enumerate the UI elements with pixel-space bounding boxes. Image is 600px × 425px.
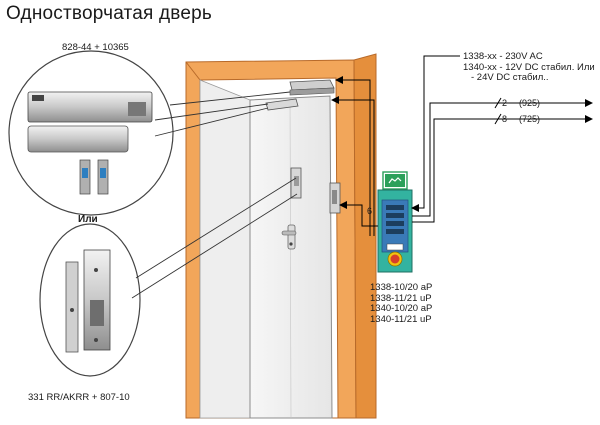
- controller-model: 1338-11/21 uP: [370, 292, 432, 304]
- magnetic-lock-kit-label: 828-44 + 10365: [62, 42, 129, 53]
- emergency-stop-button: [390, 254, 400, 264]
- door-latch-icon: [290, 167, 302, 199]
- leader-lines: [131, 91, 298, 299]
- wire-code-label: (725): [519, 114, 541, 124]
- electric-strike-kit-label: 331 RR/AKRR + 807-10: [28, 392, 130, 403]
- controller-model: 1340-10/20 aP: [370, 303, 433, 314]
- controller-model: 1338-10/20 aP: [370, 282, 433, 293]
- controller-model: 1340-11/21 uP: [370, 313, 432, 325]
- wiring: [331, 55, 593, 236]
- power-supply-line: - 24V DC стабил..: [471, 72, 549, 83]
- door-handle-icon: [281, 224, 297, 250]
- strike-wire-count-label: 6: [367, 206, 373, 216]
- power-supply-line: 1340-xx - 12V DC стабил. Или: [463, 61, 595, 73]
- power-supply-line: 1338-xx - 230V AC: [463, 51, 543, 62]
- wire-code-label: (925): [519, 98, 541, 108]
- controller-models-list: 1338-10/20 aP 1338-11/21 uP 1340-10/20 a…: [370, 283, 432, 325]
- armature-plate-icon: [265, 98, 299, 111]
- magnetic-lock-detail: [8, 50, 174, 216]
- electric-strike-icon: [329, 182, 341, 214]
- wire-count-label: 2: [502, 98, 508, 108]
- magnetic-lock-icon: [289, 79, 335, 96]
- wire-count-label: 8: [502, 114, 508, 124]
- electric-strike-detail: [39, 223, 141, 377]
- power-supply-labels: 1338-xx - 230V AC 1340-xx - 12V DC стаби…: [463, 52, 595, 84]
- door-leaf: [199, 79, 333, 419]
- or-label: Или: [78, 214, 98, 225]
- emergency-exit-sign-icon: [382, 171, 408, 190]
- emergency-door-controller: [377, 189, 413, 273]
- page-title: Одностворчатая дверь: [6, 3, 212, 24]
